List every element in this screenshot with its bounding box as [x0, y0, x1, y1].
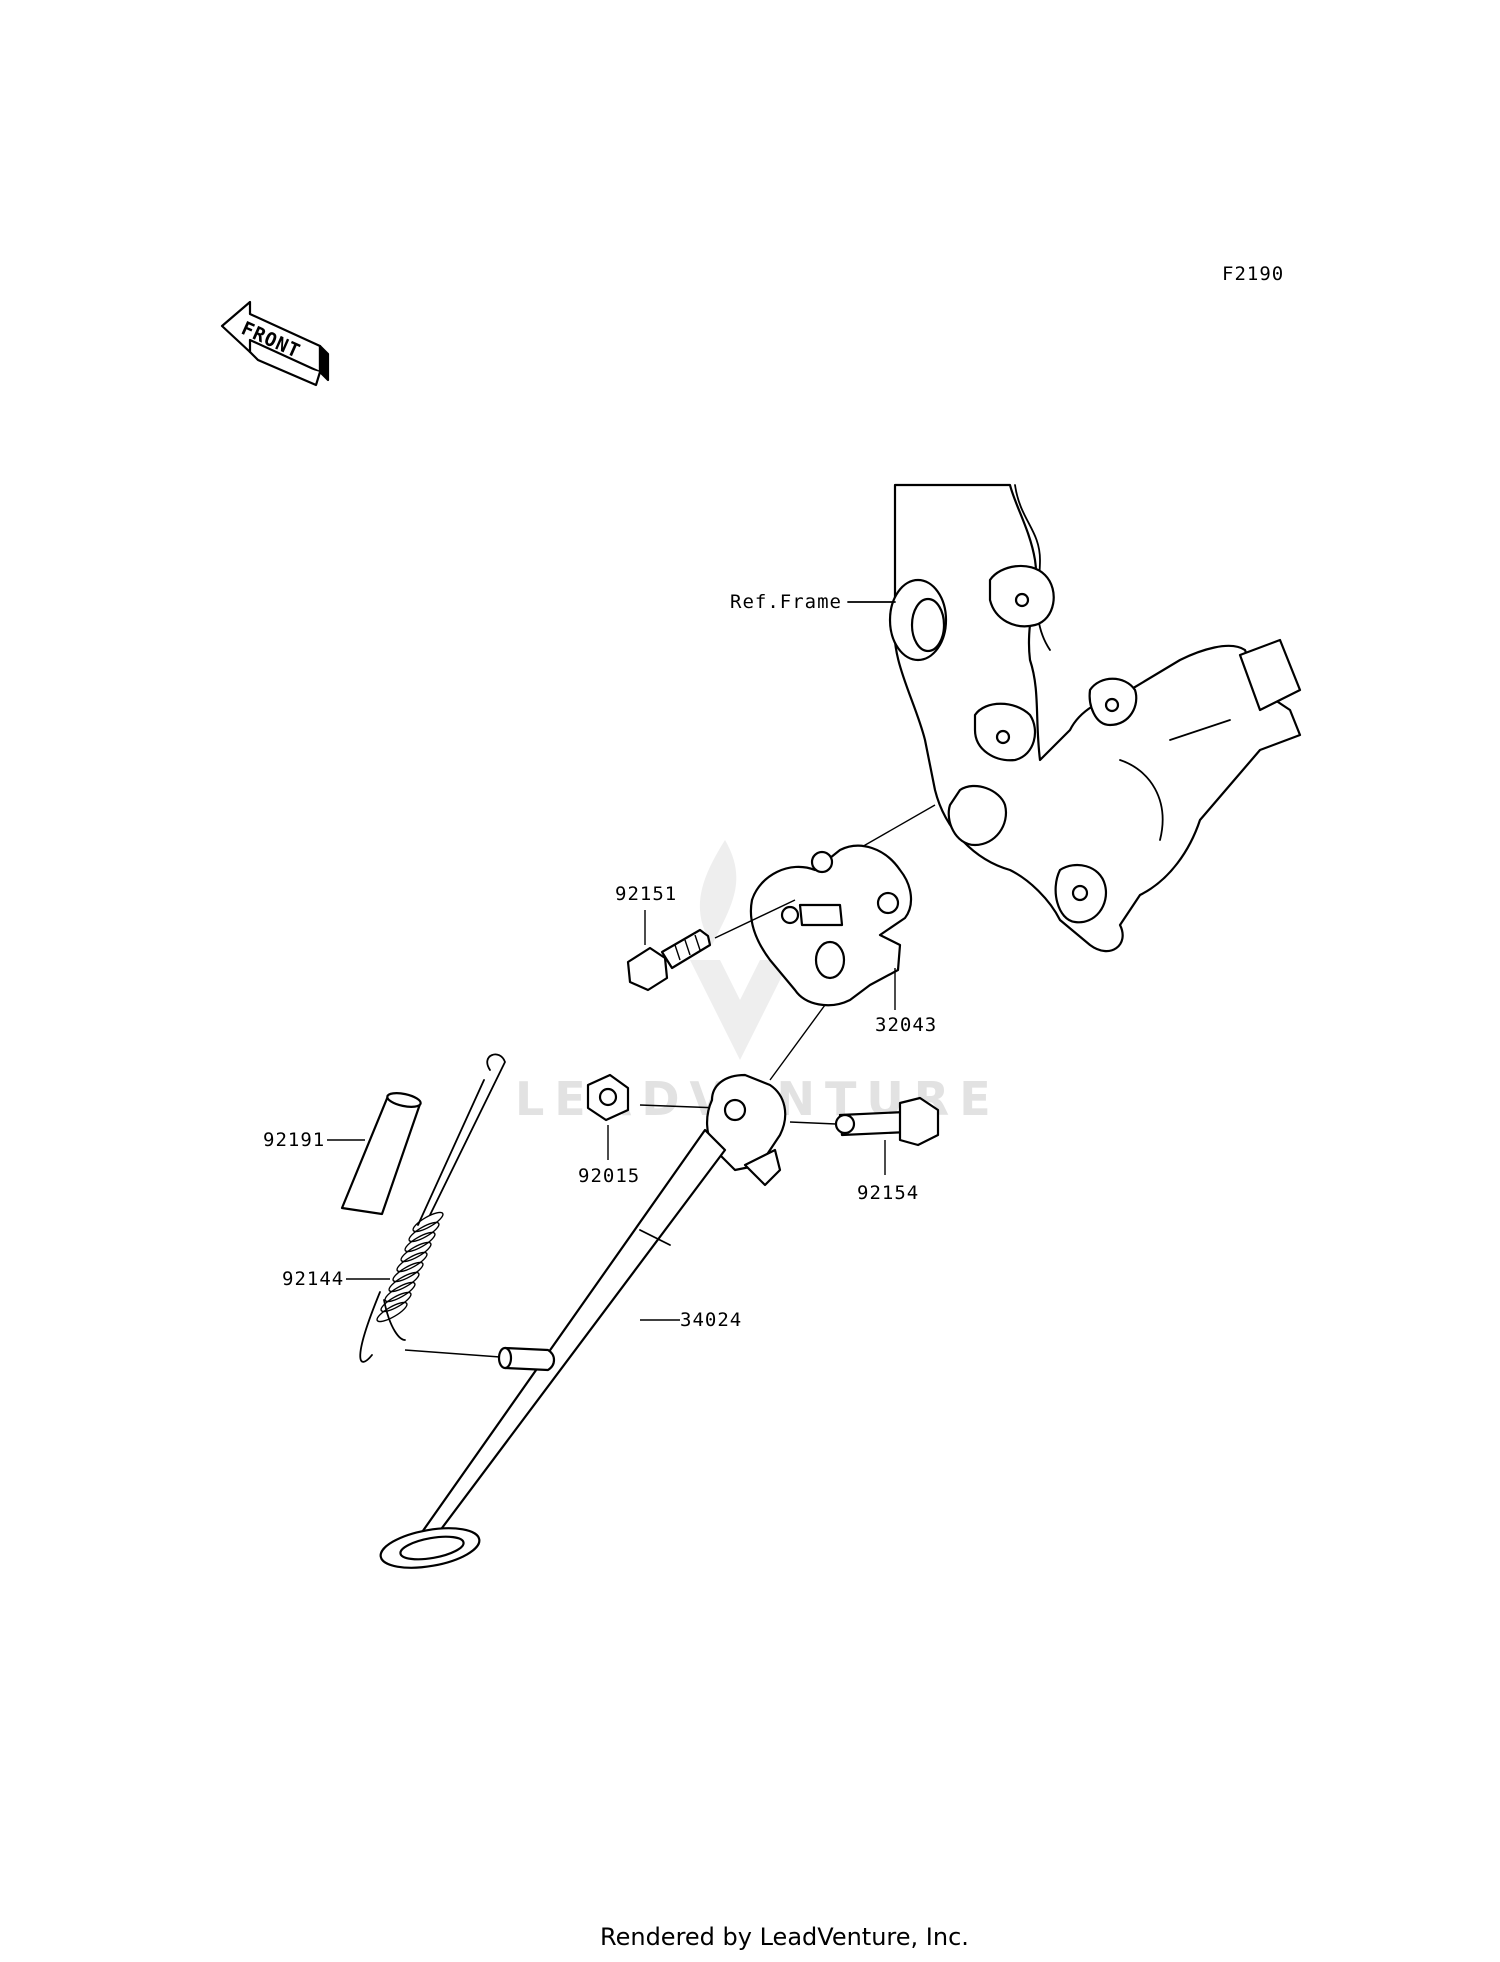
- diagram-code: F2190: [1222, 263, 1284, 285]
- part-92191-tube: [340, 1092, 422, 1216]
- part-92154-bolt: [834, 1096, 940, 1147]
- part-number-92015: 92015: [578, 1165, 640, 1187]
- part-number-32043: 32043: [875, 1014, 937, 1036]
- part-92151-bolt: [626, 928, 712, 992]
- footer-credit: Rendered by LeadVenture, Inc.: [600, 1923, 969, 1951]
- part-32043-bracket: [749, 844, 913, 1007]
- ref-frame-label: Ref.Frame: [730, 591, 842, 613]
- part-34024-side-stand: [379, 1073, 787, 1569]
- part-number-92151: 92151: [615, 883, 677, 905]
- part-92144-spring: [359, 1053, 506, 1363]
- front-arrow-icon: FRONT: [220, 300, 330, 387]
- part-92015-nut: [586, 1073, 630, 1122]
- part-number-92191: 92191: [263, 1129, 325, 1151]
- part-number-92154: 92154: [857, 1182, 919, 1204]
- part-number-34024: 34024: [680, 1309, 742, 1331]
- frame-drawing: [888, 483, 1302, 953]
- part-number-92144: 92144: [282, 1268, 344, 1290]
